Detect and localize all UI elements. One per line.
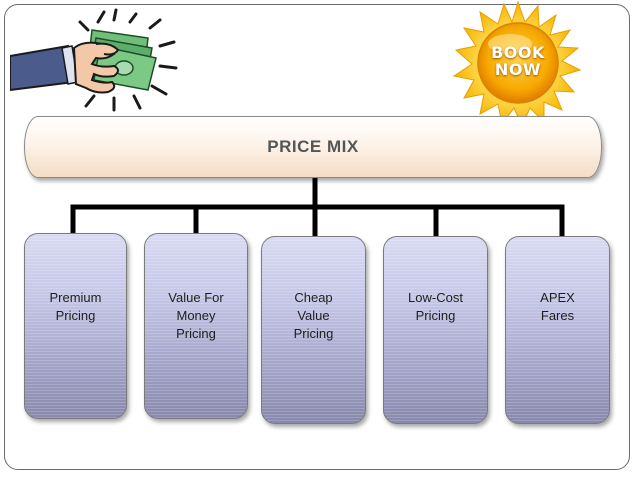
book-now-sun-badge-icon bbox=[452, 0, 582, 126]
child-node-low-cost-pricing: Low-Cost Pricing bbox=[383, 236, 488, 424]
child-node-label: Low-Cost Pricing bbox=[408, 290, 463, 323]
child-node-label: Value For Money Pricing bbox=[168, 290, 224, 341]
child-node-apex-fares: APEX Fares bbox=[505, 236, 610, 424]
child-node-value-for-money-pricing: Value For Money Pricing bbox=[144, 233, 248, 419]
child-node-cheap-value-pricing: Cheap Value Pricing bbox=[261, 236, 366, 424]
root-node-label: PRICE MIX bbox=[267, 137, 359, 156]
child-node-label: APEX Fares bbox=[540, 290, 575, 323]
hand-holding-cash-icon bbox=[10, 8, 178, 112]
child-node-label: Cheap Value Pricing bbox=[293, 290, 334, 341]
book-now-label: BOOK NOW bbox=[491, 43, 545, 79]
child-node-premium-pricing: Premium Pricing bbox=[24, 233, 127, 419]
child-node-label: Premium Pricing bbox=[49, 290, 102, 323]
price-mix-root-node: PRICE MIX bbox=[24, 116, 602, 178]
